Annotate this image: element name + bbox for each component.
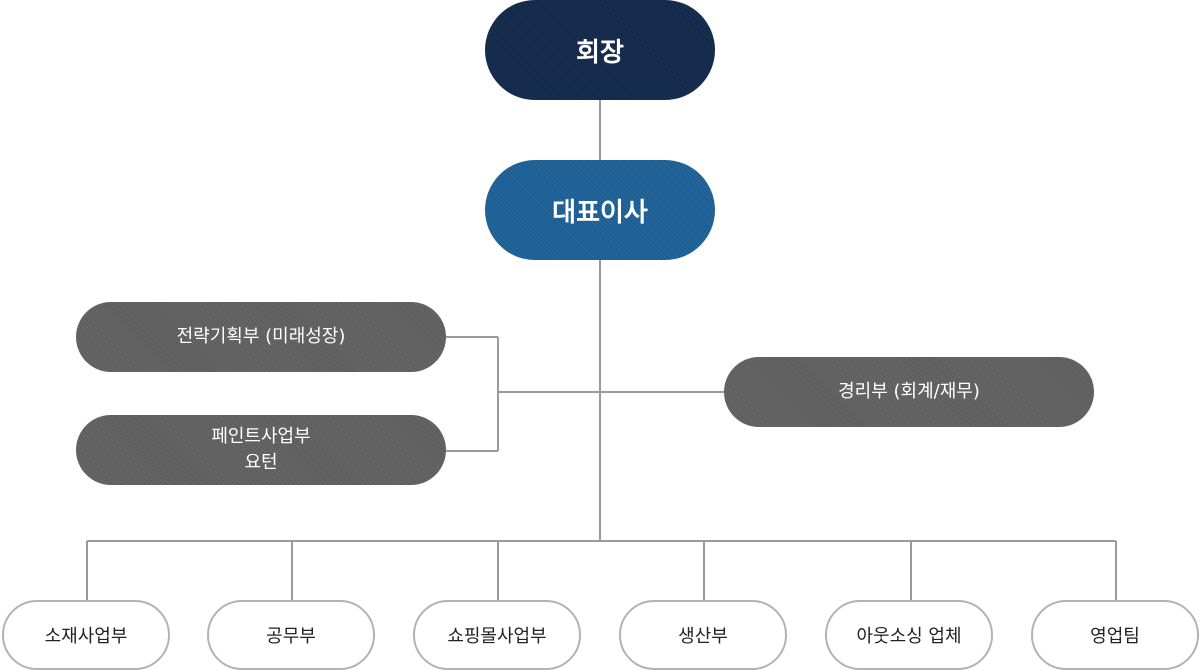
chairman-label: 회장 <box>576 37 624 68</box>
strategy-planning-node: 전략기획부 (미래성장) <box>76 302 446 372</box>
paint-division-label: 페인트사업부 <box>211 426 311 447</box>
department-construction: 공무부 <box>207 600 375 670</box>
paint-division-sublabel: 요턴 <box>244 452 278 473</box>
accounting-label: 경리부 (회계/재무) <box>838 381 980 402</box>
department-outsourcing: 아웃소싱 업체 <box>825 600 993 670</box>
department-production: 생산부 <box>619 600 787 670</box>
department-label: 쇼핑몰사업부 <box>447 626 547 647</box>
department-materials: 소재사업부 <box>2 600 170 670</box>
department-label: 소재사업부 <box>44 626 128 647</box>
department-label: 생산부 <box>678 626 728 647</box>
ceo-label: 대표이사 <box>552 197 648 228</box>
chairman-node: 회장 <box>485 0 715 100</box>
paint-division-node: 페인트사업부 요턴 <box>76 415 446 485</box>
department-label: 공무부 <box>266 626 316 647</box>
department-shopping-mall: 쇼핑몰사업부 <box>413 600 581 670</box>
strategy-planning-label: 전략기획부 (미래성장) <box>176 326 346 347</box>
department-label: 아웃소싱 업체 <box>856 626 962 647</box>
department-label: 영업팀 <box>1090 626 1140 647</box>
ceo-node: 대표이사 <box>485 160 715 260</box>
department-sales: 영업팀 <box>1031 600 1199 670</box>
accounting-node: 경리부 (회계/재무) <box>724 357 1094 427</box>
